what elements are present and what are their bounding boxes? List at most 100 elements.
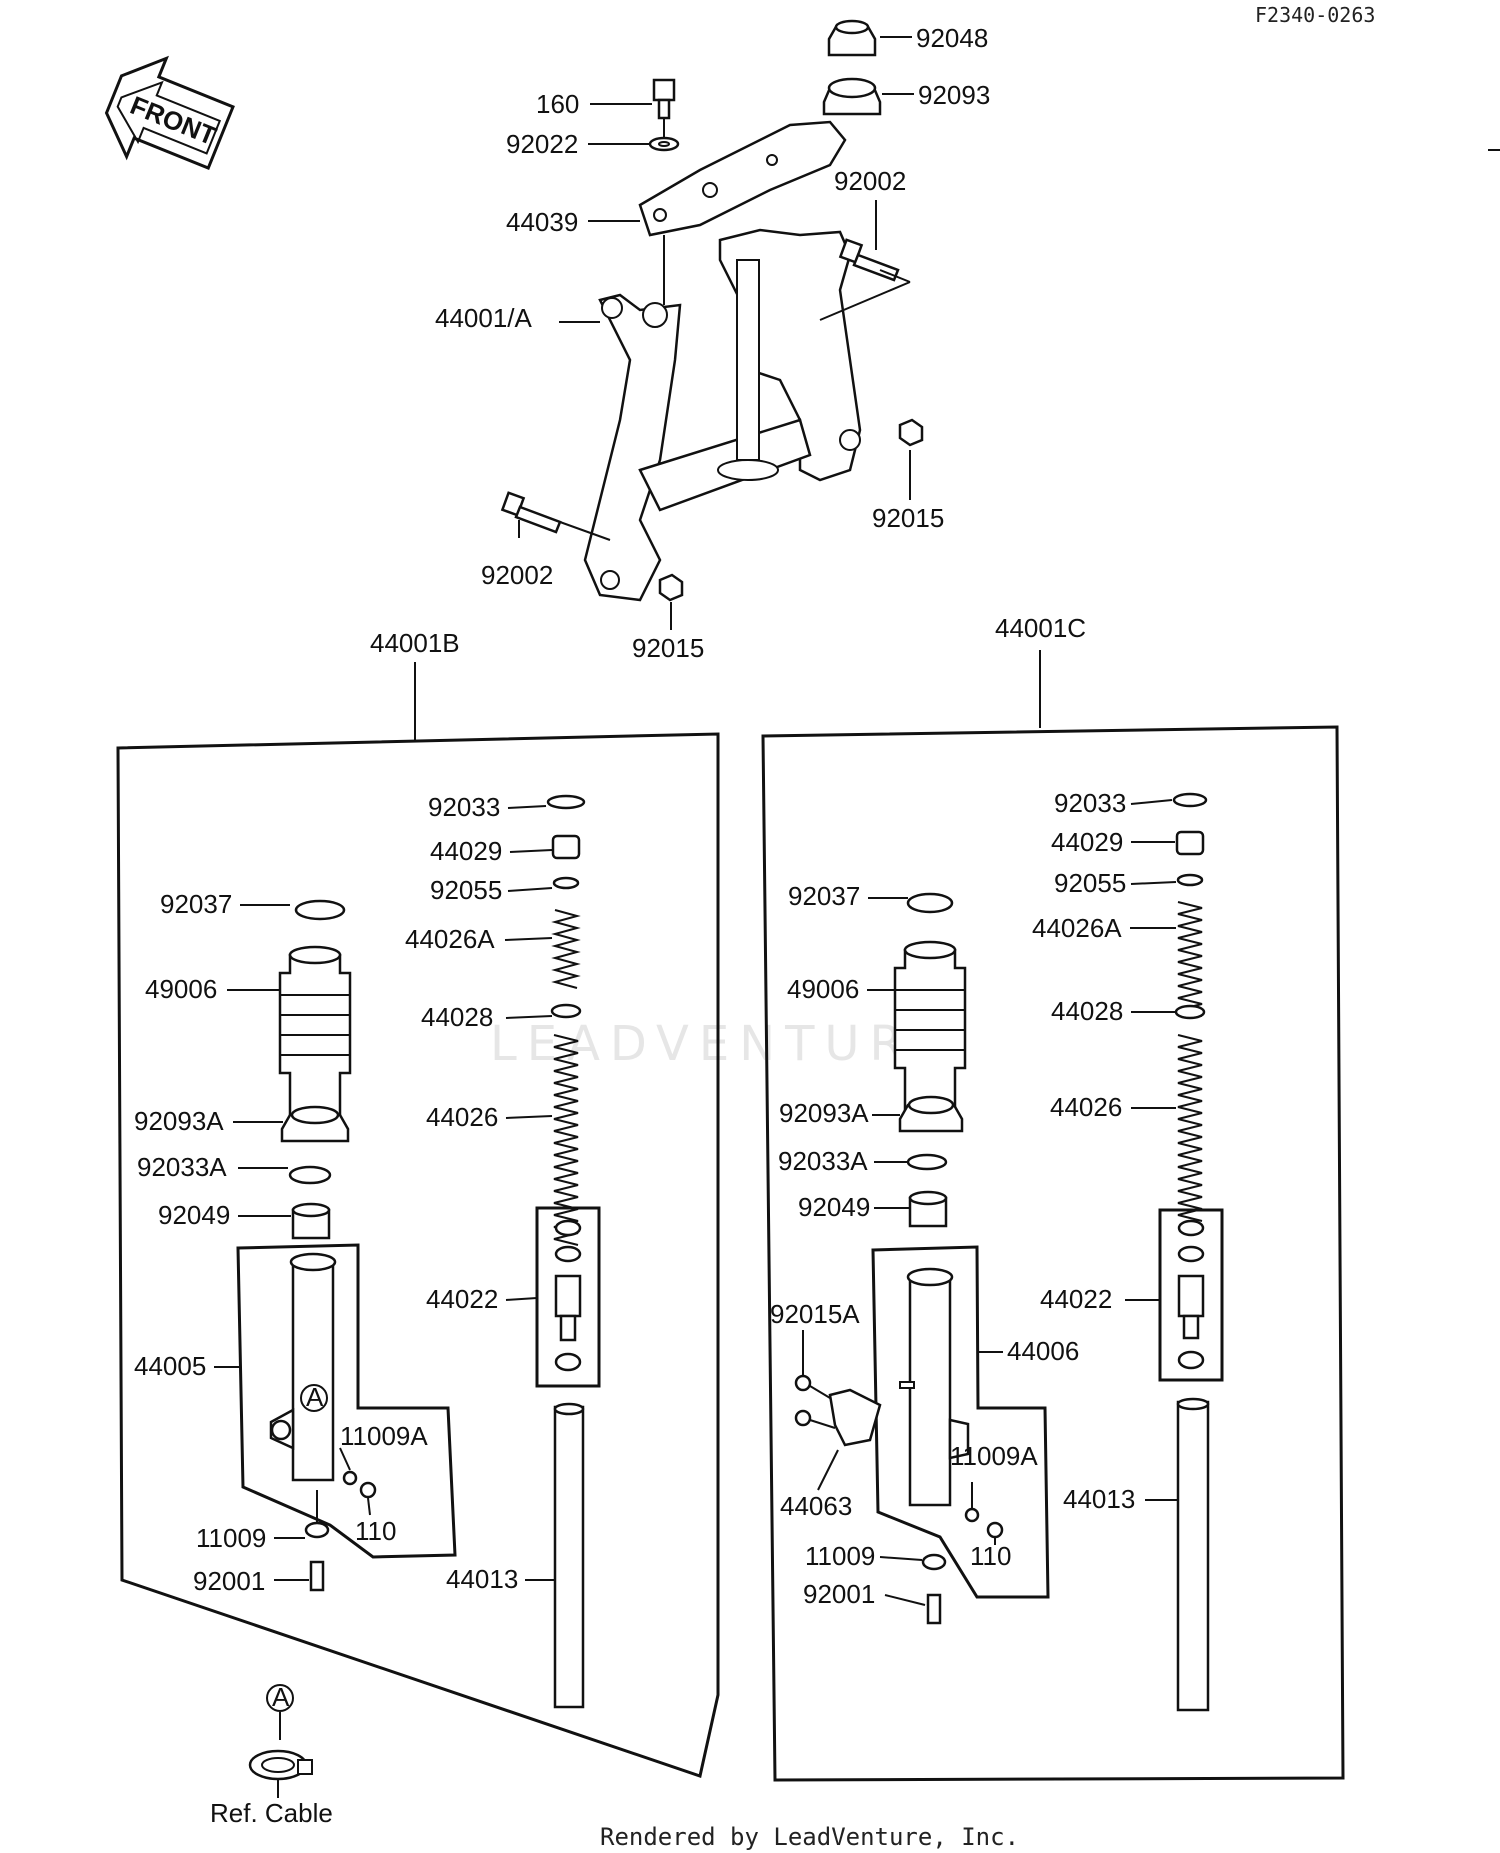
label-c-44026: 44026 xyxy=(1050,1092,1122,1122)
bushing-part xyxy=(291,1202,331,1240)
label-92002-top: 92002 xyxy=(834,166,906,196)
label-c-92055: 92055 xyxy=(1054,868,1126,898)
ref-cable-callout: A Ref. Cable xyxy=(210,1682,333,1828)
spring-short-part xyxy=(551,909,581,989)
oil-seal-part xyxy=(280,1105,350,1143)
label-92093: 92093 xyxy=(918,80,990,110)
label-160: 160 xyxy=(536,89,579,119)
spring-long-part-c xyxy=(1177,1034,1203,1222)
label-b-44013: 44013 xyxy=(446,1564,518,1594)
outer-tube-part: A xyxy=(269,1252,337,1482)
fork-boot-part xyxy=(278,945,352,1137)
cap-bolt-part xyxy=(551,834,581,860)
circlip-part-c xyxy=(1172,792,1208,808)
retaining-ring-part-c xyxy=(906,1153,948,1171)
spring-long-part xyxy=(553,1034,579,1246)
clamp-part-c xyxy=(906,892,954,914)
label-92015-right: 92015 xyxy=(872,503,944,533)
damper-kit-box-c xyxy=(1158,1208,1224,1382)
cable-clamp-icon xyxy=(248,1749,313,1781)
label-92022: 92022 xyxy=(506,129,578,159)
spring-short-part-c xyxy=(1177,901,1203,1017)
drain-bolt-part xyxy=(359,1481,377,1499)
washer-part xyxy=(304,1521,330,1539)
inner-tube-part xyxy=(553,1402,585,1709)
label-c-44028: 44028 xyxy=(1051,996,1123,1026)
label-b-92093a: 92093A xyxy=(134,1106,224,1136)
label-44001-a: 44001/A xyxy=(435,303,533,333)
top-assembly: 92048 92093 160 92022 92002 44039 44001/… xyxy=(435,19,990,663)
damper-kit-box xyxy=(535,1206,601,1388)
allen-bolt-part-c xyxy=(926,1593,942,1625)
label-c-92015a: 92015A xyxy=(770,1299,860,1329)
label-44039: 44039 xyxy=(506,207,578,237)
assembly-c-title: 44001C xyxy=(995,613,1086,643)
clamp-part xyxy=(294,899,346,921)
front-arrow-icon: FRONT xyxy=(104,55,235,171)
label-b-11009: 11009 xyxy=(196,1523,266,1553)
damper-kit-part-c xyxy=(1177,1219,1205,1370)
top-plate-part xyxy=(638,120,847,237)
nut-part xyxy=(658,418,924,602)
o-ring-part xyxy=(552,876,580,890)
bushing-part-c xyxy=(908,1190,948,1228)
label-c-11009: 11009 xyxy=(805,1541,875,1571)
gasket-part xyxy=(342,1470,358,1486)
assembly-c: 44001C xyxy=(761,613,1345,1782)
label-b-49006: 49006 xyxy=(145,974,217,1004)
label-c-11009a: 11009A xyxy=(950,1441,1038,1471)
label-b-92033a: 92033A xyxy=(137,1152,227,1182)
label-c-92037: 92037 xyxy=(788,881,860,911)
o-ring-part-c xyxy=(1176,873,1204,887)
cap-bolt-part-c xyxy=(1175,830,1205,856)
label-c-92001: 92001 xyxy=(803,1579,875,1609)
assembly-b: 44001B A xyxy=(116,628,720,1778)
label-b-44028: 44028 xyxy=(421,1002,493,1032)
label-b-92055: 92055 xyxy=(430,875,502,905)
label-c-44063: 44063 xyxy=(780,1491,852,1521)
callout-a-marker: A xyxy=(306,1382,324,1412)
steering-frame-part xyxy=(583,228,862,602)
assembly-b-title: 44001B xyxy=(370,628,460,658)
stem-seal-part xyxy=(822,77,882,116)
fork-boot-part-c xyxy=(893,940,967,1130)
label-c-49006: 49006 xyxy=(787,974,859,1004)
spring-seat-part-c xyxy=(1174,1004,1206,1020)
label-c-92033: 92033 xyxy=(1054,788,1126,818)
watermark-text: LEADVENTURE xyxy=(490,1016,953,1072)
label-b-92033: 92033 xyxy=(428,792,500,822)
damper-kit-part xyxy=(554,1219,582,1372)
gasket-part-c xyxy=(964,1507,980,1523)
oil-seal-part-c xyxy=(898,1095,964,1133)
label-c-44006: 44006 xyxy=(1007,1336,1079,1366)
inner-tube-part-c xyxy=(1176,1397,1210,1712)
washer-part-c xyxy=(921,1553,947,1571)
label-b-44026a: 44026A xyxy=(405,924,495,954)
label-b-44026: 44026 xyxy=(426,1102,498,1132)
label-b-44005: 44005 xyxy=(134,1351,206,1381)
label-b-92037: 92037 xyxy=(160,889,232,919)
outer-tube-part-c xyxy=(899,1267,970,1507)
stem-cap-part xyxy=(827,19,877,57)
label-b-44029: 44029 xyxy=(430,836,502,866)
cable-guide-part xyxy=(794,1374,882,1447)
label-b-110: 110 xyxy=(355,1516,396,1546)
callout-a-circle xyxy=(266,1684,294,1712)
label-c-92049: 92049 xyxy=(798,1192,870,1222)
spring-seat-part xyxy=(550,1003,582,1019)
label-c-44026a: 44026A xyxy=(1032,913,1122,943)
label-c-92033a: 92033A xyxy=(778,1146,868,1176)
label-c-44013: 44013 xyxy=(1063,1484,1135,1514)
label-b-92049: 92049 xyxy=(158,1200,230,1230)
label-b-44022: 44022 xyxy=(426,1284,498,1314)
bolt-part xyxy=(648,78,680,152)
label-c-44029: 44029 xyxy=(1051,827,1123,857)
retaining-ring-part xyxy=(288,1165,332,1185)
label-c-92093a: 92093A xyxy=(779,1098,869,1128)
allen-bolt-part xyxy=(309,1560,325,1592)
circlip-part xyxy=(546,794,586,810)
label-c-44022: 44022 xyxy=(1040,1284,1112,1314)
diagram-code: F2340-0263 xyxy=(1255,3,1375,27)
label-92048: 92048 xyxy=(916,23,988,53)
